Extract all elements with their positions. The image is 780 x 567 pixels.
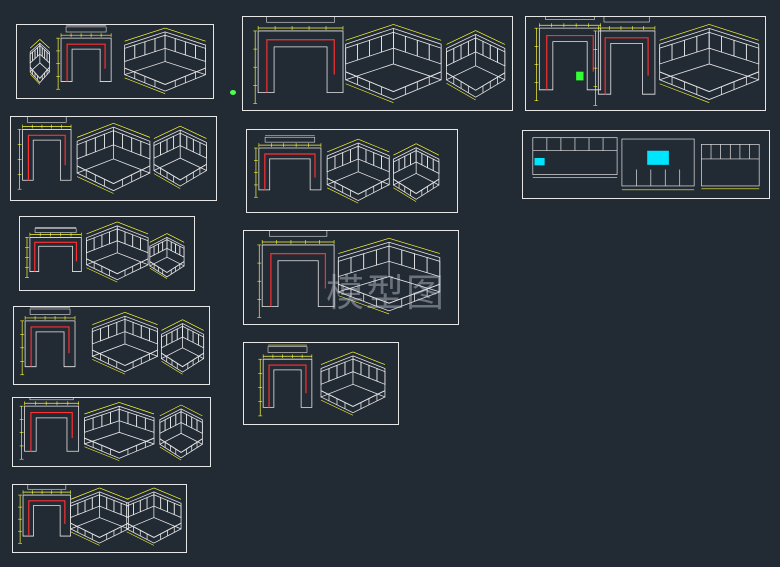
origin-marker (230, 90, 236, 95)
drawing-sheet-9[interactable] (13, 306, 210, 385)
watermark-text: 模型图 (326, 271, 447, 315)
sheet-drawing-9 (20, 307, 205, 376)
drawing-sheet-11[interactable] (243, 342, 399, 425)
sheet-drawing-10 (19, 398, 203, 461)
sheet-drawing-12 (18, 485, 182, 546)
sheet-drawing-3 (534, 17, 760, 106)
sheet-drawing-2 (253, 17, 506, 104)
sheet-drawing-1 (29, 25, 206, 94)
drawing-sheet-5[interactable] (246, 129, 458, 213)
drawing-sheet-1[interactable] (16, 24, 214, 99)
sheet-drawing-11 (258, 344, 386, 417)
drawing-sheet-4[interactable] (10, 116, 217, 201)
drawing-sheet-3[interactable] (525, 16, 766, 111)
sheet-drawing-6 (532, 137, 760, 191)
drawing-sheet-6[interactable] (522, 130, 770, 199)
drawing-sheet-8[interactable] (243, 230, 459, 325)
sheet-drawing-5 (253, 135, 440, 204)
sheet-drawing-7 (25, 221, 185, 283)
drawing-sheet-7[interactable] (19, 216, 195, 291)
drawing-sheet-12[interactable] (12, 484, 187, 553)
sheet-drawing-4 (17, 117, 207, 194)
drawing-sheet-2[interactable] (242, 16, 513, 111)
drawing-sheet-10[interactable] (12, 397, 211, 467)
sheet-drawing-8 (257, 231, 441, 318)
